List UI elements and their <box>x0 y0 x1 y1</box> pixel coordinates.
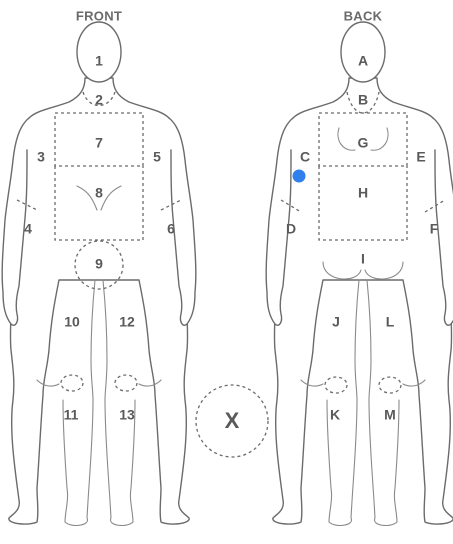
back-label-g[interactable]: G <box>358 135 369 151</box>
back-label-i[interactable]: I <box>361 251 365 267</box>
selection-marker[interactable] <box>293 170 306 183</box>
back-label-b[interactable]: B <box>358 92 368 108</box>
back-label-f[interactable]: F <box>430 221 439 237</box>
front-label-1[interactable]: 1 <box>95 53 103 69</box>
back-label-a[interactable]: A <box>358 53 368 69</box>
front-label-10[interactable]: 10 <box>64 314 80 330</box>
back-label-e[interactable]: E <box>416 149 425 165</box>
back-label-m[interactable]: M <box>384 407 396 423</box>
front-label-7[interactable]: 7 <box>95 135 103 151</box>
front-label-2[interactable]: 2 <box>95 92 103 108</box>
front-heading: FRONT <box>76 8 122 23</box>
front-label-6[interactable]: 6 <box>167 221 175 237</box>
back-label-h[interactable]: H <box>358 185 368 201</box>
front-label-4[interactable]: 4 <box>24 221 32 237</box>
front-label-11[interactable]: 11 <box>64 407 79 423</box>
back-label-l[interactable]: L <box>386 314 395 330</box>
back-label-d[interactable]: D <box>286 221 296 237</box>
front-label-8[interactable]: 8 <box>95 185 103 201</box>
back-heading: BACK <box>344 8 383 23</box>
unknown-zone-label[interactable]: X <box>225 408 240 433</box>
back-label-j[interactable]: J <box>332 314 340 330</box>
back-label-k[interactable]: K <box>330 407 340 423</box>
front-label-5[interactable]: 5 <box>153 149 161 165</box>
front-label-3[interactable]: 3 <box>37 149 45 165</box>
back-label-c[interactable]: C <box>300 149 310 165</box>
front-label-9[interactable]: 9 <box>95 256 103 272</box>
front-label-12[interactable]: 12 <box>119 314 135 330</box>
front-label-13[interactable]: 13 <box>119 407 135 423</box>
